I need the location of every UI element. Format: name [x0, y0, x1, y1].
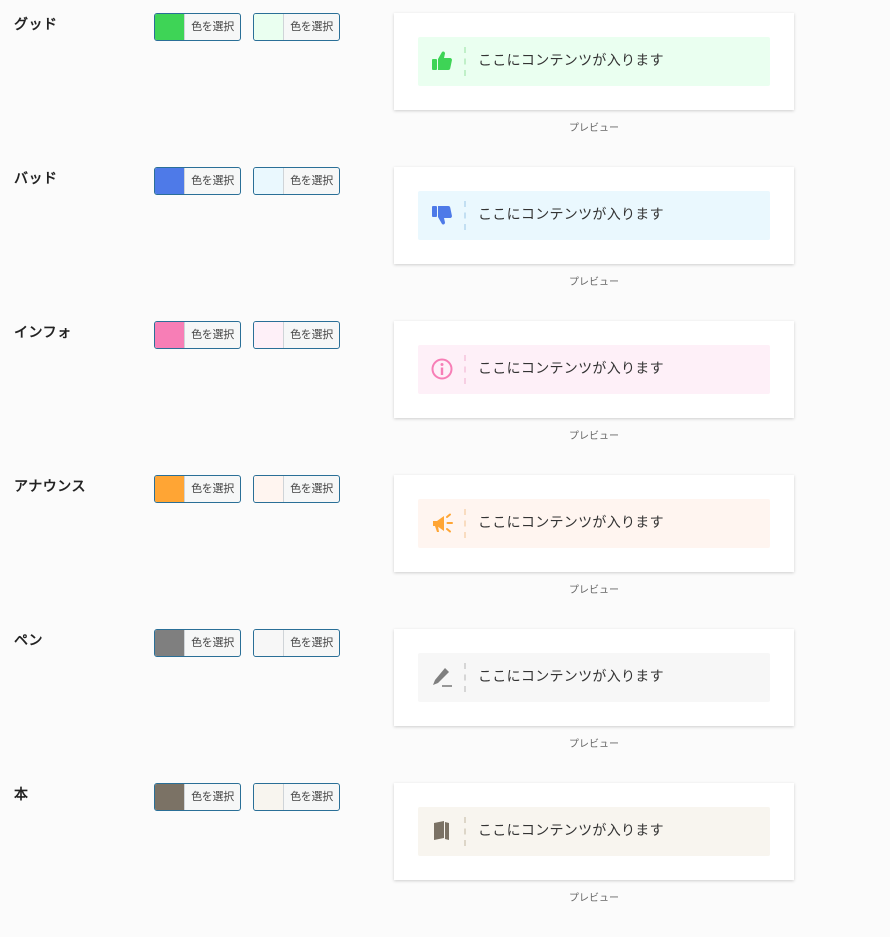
- setting-row-announce: アナウンス 色を選択 色を選択 ここにコンテンツが入ります プレビュー: [0, 475, 890, 629]
- megaphone-icon: [433, 513, 453, 533]
- preview-card: ここにコンテンツが入ります: [394, 783, 794, 880]
- main-color-picker-button[interactable]: 色を選択: [154, 475, 241, 503]
- preview-box: ここにコンテンツが入ります: [418, 499, 770, 548]
- preview-card: ここにコンテンツが入ります: [394, 475, 794, 572]
- color-swatch: [254, 14, 284, 40]
- preview-caption: プレビュー: [569, 893, 619, 904]
- color-picker-label: 色を選択: [290, 328, 333, 341]
- main-color-picker-button[interactable]: 色を選択: [154, 167, 241, 195]
- color-swatch: [254, 784, 284, 810]
- info-circle-icon: [431, 358, 453, 380]
- book-icon: [434, 821, 449, 840]
- preview-content: ここにコンテンツが入ります: [478, 823, 664, 839]
- background-color-picker-button[interactable]: 色を選択: [253, 321, 340, 349]
- color-swatch: [155, 322, 185, 348]
- preview-card: ここにコンテンツが入ります: [394, 13, 794, 110]
- preview-content: ここにコンテンツが入ります: [478, 207, 664, 223]
- pen-icon: [433, 668, 452, 687]
- preview-box: ここにコンテンツが入ります: [418, 653, 770, 702]
- setting-row-pen: ペン 色を選択 色を選択 ここにコンテンツが入ります プレビュー: [0, 629, 890, 783]
- row-label: バッド: [14, 171, 58, 187]
- preview-caption: プレビュー: [569, 739, 619, 750]
- background-color-picker-button[interactable]: 色を選択: [253, 783, 340, 811]
- background-color-picker-button[interactable]: 色を選択: [253, 475, 340, 503]
- main-color-picker-button[interactable]: 色を選択: [154, 321, 241, 349]
- dashed-divider: [464, 817, 466, 846]
- main-color-picker-button[interactable]: 色を選択: [154, 13, 241, 41]
- background-color-picker-button[interactable]: 色を選択: [253, 13, 340, 41]
- color-swatch: [254, 168, 284, 194]
- setting-row-book: 本 色を選択 色を選択 ここにコンテンツが入ります プレビュー: [0, 783, 890, 937]
- color-picker-label: 色を選択: [191, 636, 234, 649]
- preview-caption: プレビュー: [569, 123, 619, 134]
- thumbs-up-icon: [432, 51, 452, 70]
- color-picker-label: 色を選択: [191, 482, 234, 495]
- setting-row-bad: バッド 色を選択 色を選択 ここにコンテンツが入ります プレビュー: [0, 167, 890, 321]
- color-picker-label: 色を選択: [290, 636, 333, 649]
- dashed-divider: [464, 201, 466, 230]
- preview-caption: プレビュー: [569, 431, 619, 442]
- preview-box: ここにコンテンツが入ります: [418, 345, 770, 394]
- row-label: ペン: [14, 633, 43, 649]
- color-swatch: [254, 322, 284, 348]
- setting-row-good: グッド 色を選択 色を選択 ここにコンテンツが入ります プレビュー: [0, 13, 890, 167]
- color-picker-label: 色を選択: [191, 174, 234, 187]
- dashed-divider: [464, 509, 466, 538]
- preview-content: ここにコンテンツが入ります: [478, 515, 664, 531]
- dashed-divider: [464, 663, 466, 692]
- preview-caption: プレビュー: [569, 585, 619, 596]
- row-label: アナウンス: [14, 479, 86, 495]
- color-swatch: [155, 784, 185, 810]
- thumbs-down-icon: [432, 206, 452, 225]
- color-picker-label: 色を選択: [191, 20, 234, 33]
- row-label: インフォ: [14, 325, 72, 341]
- preview-content: ここにコンテンツが入ります: [478, 669, 664, 685]
- row-label: 本: [14, 787, 29, 803]
- color-swatch: [254, 630, 284, 656]
- preview-card: ここにコンテンツが入ります: [394, 167, 794, 264]
- color-swatch: [155, 14, 185, 40]
- color-swatch: [155, 476, 185, 502]
- background-color-picker-button[interactable]: 色を選択: [253, 167, 340, 195]
- dashed-divider: [464, 47, 466, 76]
- color-picker-label: 色を選択: [191, 790, 234, 803]
- main-color-picker-button[interactable]: 色を選択: [154, 629, 241, 657]
- color-picker-label: 色を選択: [290, 174, 333, 187]
- preview-box: ここにコンテンツが入ります: [418, 37, 770, 86]
- color-picker-label: 色を選択: [290, 790, 333, 803]
- setting-row-info: インフォ 色を選択 色を選択 ここにコンテンツが入ります プレビュー: [0, 321, 890, 475]
- color-swatch: [254, 476, 284, 502]
- preview-card: ここにコンテンツが入ります: [394, 629, 794, 726]
- row-label: グッド: [14, 17, 58, 33]
- preview-content: ここにコンテンツが入ります: [478, 361, 664, 377]
- preview-card: ここにコンテンツが入ります: [394, 321, 794, 418]
- preview-content: ここにコンテンツが入ります: [478, 53, 664, 69]
- dashed-divider: [464, 355, 466, 384]
- background-color-picker-button[interactable]: 色を選択: [253, 629, 340, 657]
- preview-box: ここにコンテンツが入ります: [418, 191, 770, 240]
- color-swatch: [155, 630, 185, 656]
- preview-box: ここにコンテンツが入ります: [418, 807, 770, 856]
- color-picker-label: 色を選択: [290, 20, 333, 33]
- color-picker-label: 色を選択: [290, 482, 333, 495]
- main-color-picker-button[interactable]: 色を選択: [154, 783, 241, 811]
- color-picker-label: 色を選択: [191, 328, 234, 341]
- color-swatch: [155, 168, 185, 194]
- preview-caption: プレビュー: [569, 277, 619, 288]
